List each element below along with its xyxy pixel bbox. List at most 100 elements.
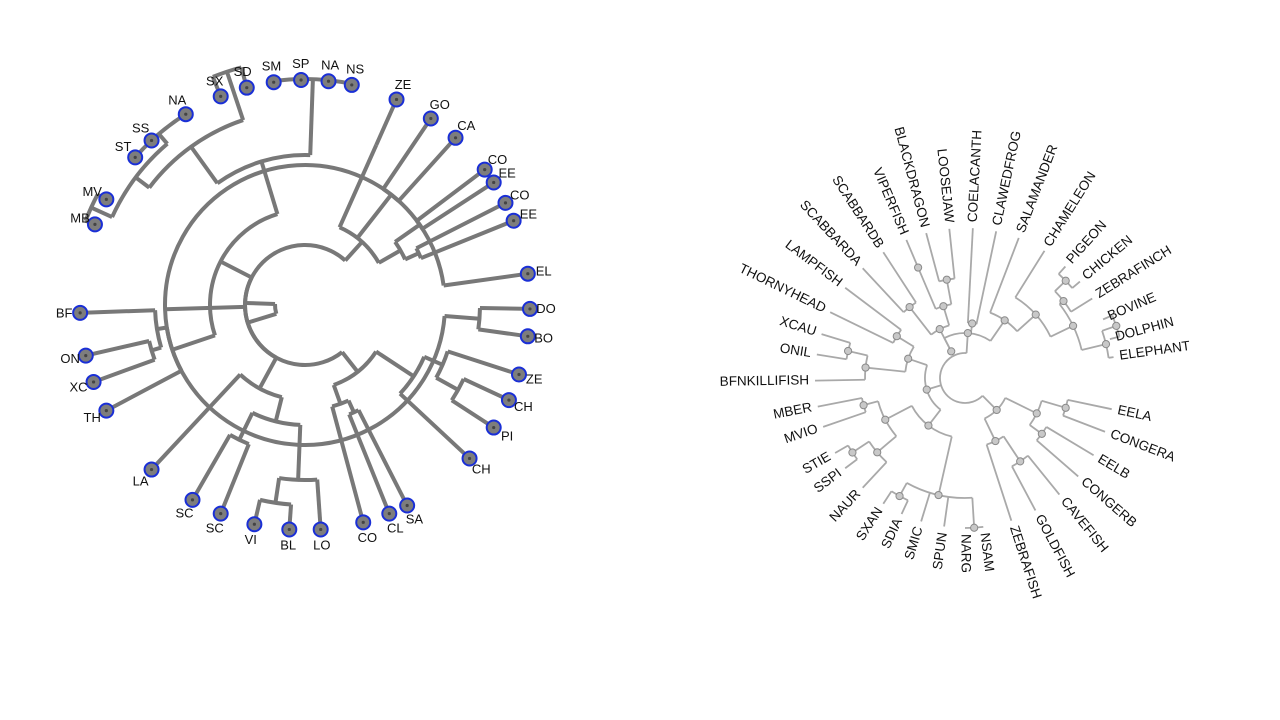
branch-line (462, 377, 510, 402)
branch-line (157, 132, 169, 146)
branch-line (971, 497, 976, 528)
leaf-node-center (190, 498, 195, 502)
branch-line (815, 378, 866, 382)
branch-line (882, 490, 893, 505)
internal-node (1112, 321, 1121, 331)
branch-line (330, 405, 366, 523)
internal-node (992, 405, 1001, 415)
branch-line (404, 251, 420, 262)
internal-node (935, 325, 944, 334)
internal-node (947, 347, 956, 356)
branch-line (1058, 265, 1067, 275)
leaf-label: GOLDFISH (1032, 512, 1078, 580)
leaf-label: DOLPHIN (1113, 314, 1175, 344)
internal-node (914, 263, 923, 272)
leaf-label: SP (292, 56, 309, 71)
branch-line (189, 145, 219, 185)
internal-node (861, 363, 870, 372)
branch-line (1045, 426, 1095, 457)
internal-node (970, 523, 979, 532)
leaf-label: NA (321, 57, 339, 72)
branch-line (834, 444, 849, 454)
leaf-label: XCAU (778, 313, 818, 338)
branch-line (908, 306, 932, 336)
leaf-node-center (526, 272, 530, 276)
internal-node (1000, 316, 1009, 325)
branch-line (393, 223, 421, 244)
branch-line (920, 492, 931, 522)
branch-arc (278, 476, 318, 482)
branch-line (1067, 398, 1112, 411)
branch-line (343, 240, 364, 262)
branch-line (816, 353, 847, 361)
leaf-label: CO (510, 188, 530, 203)
branch-line (937, 436, 953, 496)
branch-line (435, 375, 460, 392)
leaf-label: CONGERA (1108, 426, 1177, 464)
leaf-node-center (405, 503, 409, 508)
branch-line (165, 304, 246, 312)
leaf-label: BF (56, 305, 73, 320)
leaf-label: ONIL (779, 340, 813, 360)
branch-line (315, 479, 323, 530)
leaf-label: ST (115, 139, 132, 154)
leaf-label: ZEBRAFISH (1007, 524, 1045, 601)
branch-arc (398, 356, 427, 396)
branch-line (415, 167, 486, 223)
branch-line (821, 333, 851, 344)
branch-line (948, 228, 956, 279)
branch-line (1041, 399, 1066, 409)
leaf-node-center (503, 201, 508, 205)
branch-line (983, 418, 997, 442)
leaf-node-center (133, 155, 137, 159)
branch-arc (251, 411, 301, 427)
leaf-label: GO (430, 97, 450, 112)
internal-node (1037, 429, 1046, 438)
leaf-label: XC (69, 379, 87, 394)
branch-line (308, 79, 315, 156)
branch-line (190, 433, 232, 501)
branch-line (134, 175, 151, 190)
leaf-node-center (245, 86, 249, 90)
leaf-label: CA (457, 118, 475, 133)
branch-line (1036, 439, 1079, 478)
branch-line (865, 366, 906, 373)
leaf-label: NA (168, 93, 186, 108)
branch-arc (450, 378, 466, 402)
branch-line (340, 350, 360, 373)
internal-node (1059, 296, 1068, 306)
branch-line (1108, 356, 1114, 359)
branch-arc (476, 308, 482, 330)
branch-line (975, 231, 998, 325)
leaf-node-center (467, 456, 472, 461)
branch-line (882, 251, 917, 304)
branch-line (905, 239, 919, 268)
branch-line (444, 313, 480, 321)
leaf-label: BOVINE (1105, 289, 1158, 323)
branch-line (347, 413, 392, 515)
branch-line (829, 311, 894, 344)
branch-line (381, 117, 433, 191)
branch-line (225, 71, 246, 121)
internal-node (1031, 310, 1040, 319)
internal-node (881, 415, 890, 424)
leaf-node-center (149, 467, 154, 472)
branch-arc (216, 153, 311, 185)
branch-line (985, 444, 1013, 521)
internal-node (939, 302, 948, 311)
leaf-node-center (319, 527, 323, 532)
leaf-label: CH (472, 461, 491, 476)
branch-line (374, 98, 399, 146)
internal-node (1061, 276, 1070, 285)
branch-arc (153, 310, 164, 349)
leaf-node-center (91, 380, 96, 384)
branch-arc (348, 408, 360, 417)
branch-line (1002, 435, 1021, 462)
branch-line (1027, 455, 1061, 496)
branch-line (1016, 313, 1037, 332)
branch-arc (147, 118, 244, 189)
leaf-label: TH (84, 410, 101, 425)
leaf-label: SD (234, 64, 252, 79)
branch-arc (414, 247, 423, 259)
